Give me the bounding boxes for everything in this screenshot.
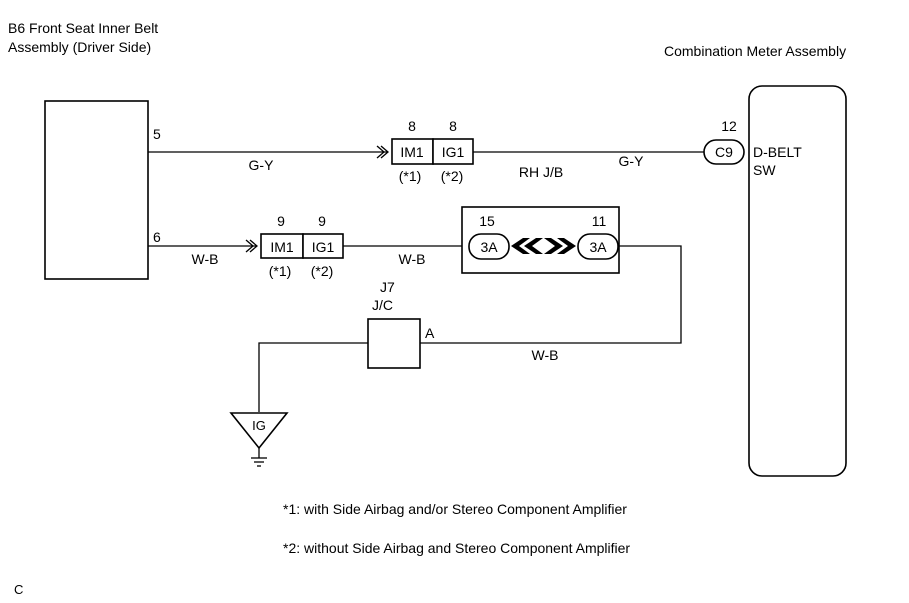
j7-label: J7: [380, 279, 395, 295]
wire-label-wb-2: W-B: [399, 251, 426, 267]
connector-arrow-upper-b: [380, 145, 389, 159]
footnote-1: *1: with Side Airbag and/or Stereo Compo…: [283, 501, 627, 517]
ground-ig-label: IG: [252, 418, 266, 433]
ground-ig-triangle: [229, 412, 289, 450]
ig1-lower-label: IG1: [312, 239, 335, 255]
connector-im1-upper: [391, 138, 434, 165]
jb-chevron-right-a: [557, 238, 576, 254]
meter-pin-12: 12: [721, 118, 737, 134]
wire-label-wb-3: W-B: [532, 347, 559, 363]
note-2-lower: (*2): [311, 263, 334, 279]
jc-label: J/C: [372, 297, 393, 313]
b6-pin-6: 6: [153, 229, 161, 245]
footnote-2: *2: without Side Airbag and Stereo Compo…: [283, 540, 630, 556]
connector-arrow-lower-b: [249, 239, 258, 253]
connector-c9: [703, 139, 745, 165]
ig1-lower-pin: 9: [318, 213, 326, 229]
jb-left-label: 3A: [480, 239, 498, 255]
wire-label-gy-2: G-Y: [619, 153, 645, 169]
jb-left-pin: 15: [479, 213, 495, 229]
b6-title-line1: B6 Front Seat Inner Belt: [8, 20, 158, 36]
connector-arrow-upper-a: [376, 145, 385, 159]
wire-ground: [258, 342, 368, 412]
j7-junction-connector: [367, 318, 421, 369]
b6-title-line2: Assembly (Driver Side): [8, 39, 151, 55]
rh-jb-label: RH J/B: [519, 164, 563, 180]
corner-code: C: [14, 582, 23, 597]
wire-wb-return: [420, 245, 682, 344]
ig1-upper-pin: 8: [449, 118, 457, 134]
jb-right-pin: 11: [592, 213, 607, 229]
b6-component-box: [44, 100, 149, 280]
im1-upper-pin: 8: [408, 118, 416, 134]
note-1-lower: (*1): [269, 263, 292, 279]
sw-label: SW: [753, 162, 776, 178]
jb-chevron-left-a: [511, 238, 530, 254]
jb-chevron-left-b: [524, 238, 543, 254]
dbelt-label: D-BELT: [753, 144, 802, 160]
connector-3a-left: [468, 233, 510, 260]
wire-label-wb-1: W-B: [192, 251, 219, 267]
ig1-upper-label: IG1: [442, 144, 465, 160]
connector-arrow-lower-a: [245, 239, 254, 253]
jb-right-label: 3A: [589, 239, 607, 255]
meter-title: Combination Meter Assembly: [664, 43, 846, 59]
c9-label: C9: [715, 144, 733, 160]
jb-chevron-right-b: [544, 238, 563, 254]
im1-lower-label: IM1: [270, 239, 294, 255]
im1-upper-label: IM1: [400, 144, 424, 160]
note-1-upper: (*1): [399, 168, 422, 184]
connector-ig1-lower: [302, 233, 344, 259]
pin-a-label: A: [425, 325, 435, 341]
meter-component-box: [748, 85, 847, 477]
wire-label-gy-1: G-Y: [249, 157, 275, 173]
note-2-upper: (*2): [441, 168, 464, 184]
im1-lower-pin: 9: [277, 213, 285, 229]
b6-pin-5: 5: [153, 126, 161, 142]
